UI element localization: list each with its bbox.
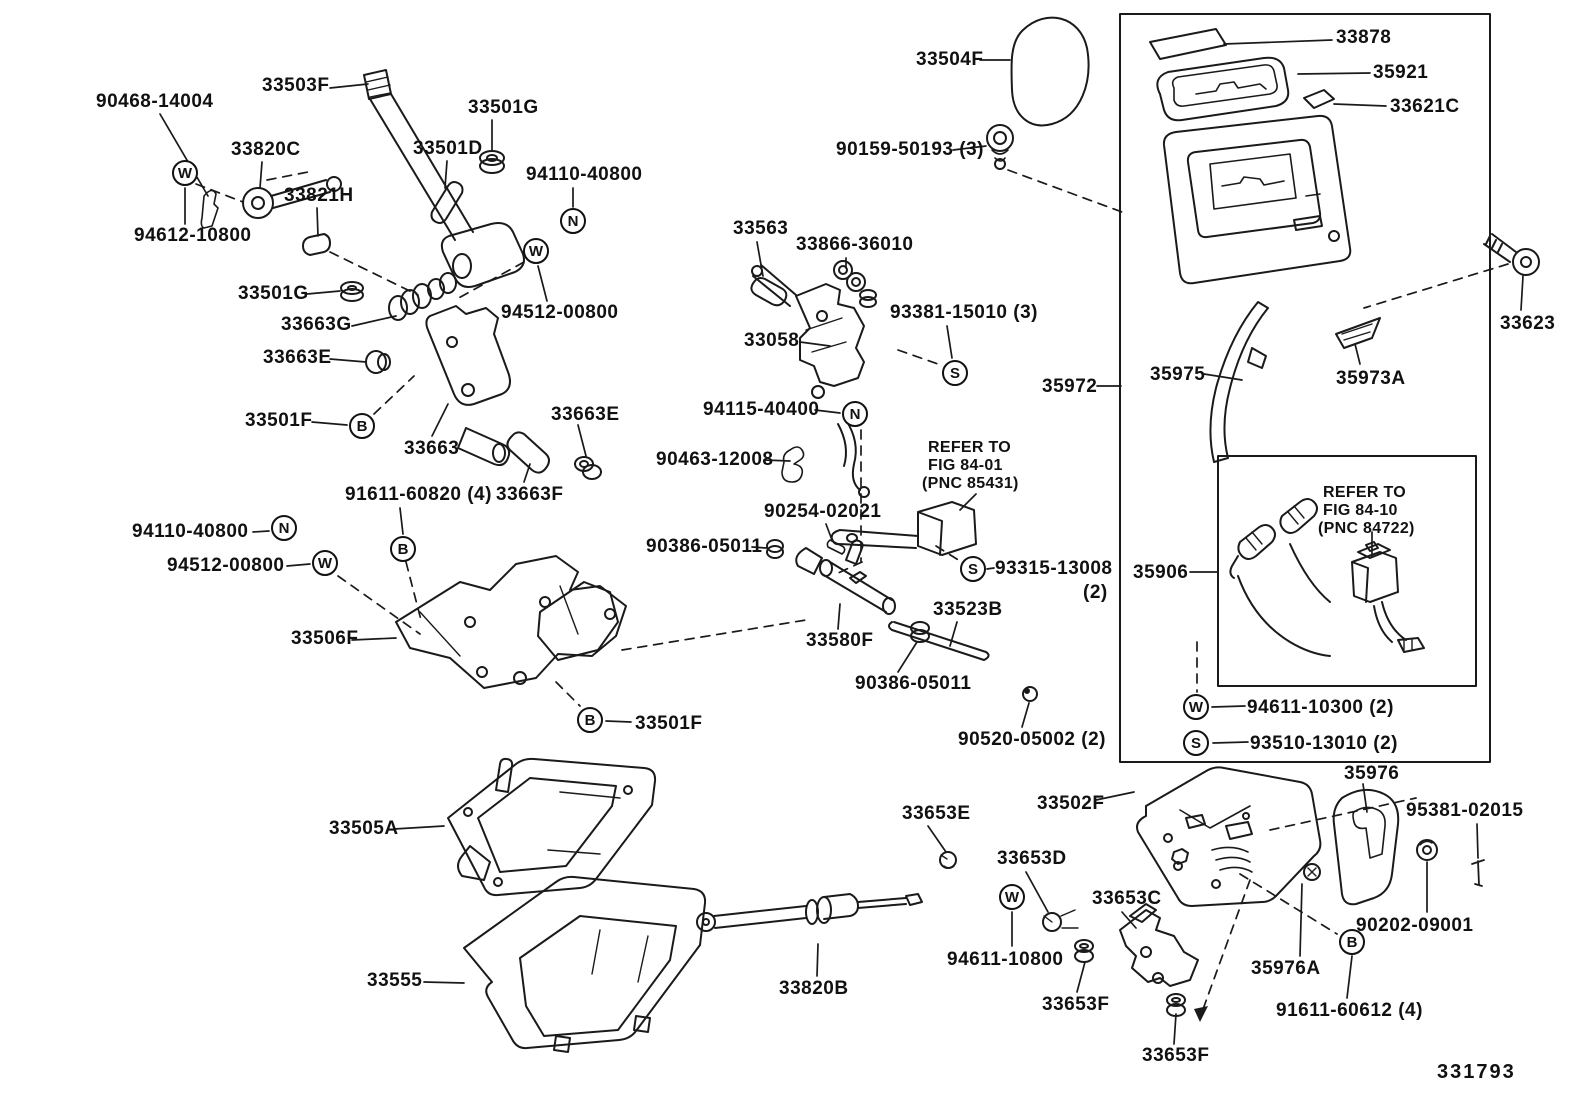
refer-note-line: FIG 84-10 [1323, 502, 1398, 519]
shift-lever-art [200, 69, 602, 480]
part-number-label[interactable]: 33505A [329, 818, 399, 839]
callout-B: B [577, 707, 603, 733]
callout-B: B [1339, 929, 1365, 955]
part-number-label[interactable]: 33653C [1092, 888, 1162, 909]
part-number-label[interactable]: 33653D [997, 848, 1067, 869]
callout-W: W [999, 884, 1025, 910]
lower-console-art [939, 233, 1540, 1017]
shift-cable-art [696, 893, 923, 932]
part-number-label[interactable]: 33653E [902, 803, 971, 824]
callout-N: N [842, 401, 868, 427]
refer-note-line: FIG 84-01 [928, 457, 1003, 474]
part-number-label[interactable]: 33563 [733, 218, 789, 239]
part-number-label[interactable]: 33501G [238, 283, 309, 304]
control-shaft-art [750, 124, 1038, 702]
part-number-label[interactable]: 35973A [1336, 368, 1406, 389]
part-number-label[interactable]: 94110-40800 [526, 164, 643, 185]
part-number-label[interactable]: 33501D [413, 138, 483, 159]
part-number-label[interactable]: 93510-13010 (2) [1250, 733, 1398, 754]
part-number-label[interactable]: 33621C [1390, 96, 1460, 117]
callout-N: N [271, 515, 297, 541]
part-number-label[interactable]: 33504F [916, 49, 984, 70]
part-number-label[interactable]: 33501G [468, 97, 539, 118]
part-number-label[interactable]: 33878 [1336, 27, 1392, 48]
part-number-label[interactable]: 33502F [1037, 793, 1105, 814]
part-number-label[interactable]: (2) [1083, 582, 1108, 603]
refer-note-line: (PNC 85431) [922, 475, 1019, 492]
callout-B: B [390, 536, 416, 562]
part-number-label[interactable]: 90463-12008 [656, 449, 774, 470]
part-number-label[interactable]: 33501F [635, 713, 703, 734]
part-number-label[interactable]: 91611-60820 (4) [345, 484, 492, 505]
dashed-lines [195, 169, 1509, 1013]
part-number-label[interactable]: 95381-02015 [1406, 800, 1524, 821]
part-number-label[interactable]: 33653F [1142, 1045, 1210, 1066]
part-number-label[interactable]: 94110-40800 [132, 521, 249, 542]
figure-number: 331793 [1437, 1061, 1516, 1083]
part-number-label[interactable]: 90386-05011 [855, 673, 972, 694]
refer-note-line: (PNC 84722) [1318, 520, 1415, 537]
part-number-label[interactable]: 94612-10800 [134, 225, 252, 246]
part-number-label[interactable]: 35976A [1251, 958, 1321, 979]
part-number-label[interactable]: 90468-14004 [96, 91, 214, 112]
part-number-label[interactable]: 33580F [806, 630, 874, 651]
part-number-label[interactable]: 33663E [263, 347, 332, 368]
part-number-label[interactable]: 94512-00800 [167, 555, 285, 576]
part-number-label[interactable]: 33663E [551, 404, 620, 425]
callout-S: S [1183, 730, 1209, 756]
part-number-label[interactable]: 93315-13008 [995, 558, 1113, 579]
leader-lines [159, 39, 1524, 1045]
part-number-label[interactable]: 91611-60612 (4) [1276, 1000, 1423, 1021]
refer-note-line: REFER TO [1323, 484, 1407, 501]
retainer-box-art [1119, 13, 1491, 763]
part-number-label[interactable]: 90254-02021 [764, 501, 882, 522]
part-number-label[interactable]: 94611-10800 [947, 949, 1064, 970]
part-number-label[interactable]: 33663F [496, 484, 564, 505]
part-number-label[interactable]: 33058 [744, 330, 800, 351]
part-number-label[interactable]: 35976 [1344, 763, 1400, 784]
callout-S: S [960, 556, 986, 582]
part-number-label[interactable]: 35921 [1373, 62, 1429, 83]
callout-W: W [1183, 694, 1209, 720]
part-number-label[interactable]: 33820C [231, 139, 301, 160]
part-number-label[interactable]: 33506F [291, 628, 359, 649]
part-number-label[interactable]: 33821H [284, 185, 354, 206]
part-number-label[interactable]: 33663 [404, 438, 460, 459]
part-number-label[interactable]: 90386-05011 [646, 536, 763, 557]
dashed-arrowhead [1194, 1006, 1208, 1022]
refer-note-line: REFER TO [928, 439, 1012, 456]
part-number-label[interactable]: 33663G [281, 314, 352, 335]
floor-plate-art [447, 757, 707, 1053]
part-number-label[interactable]: 33555 [367, 970, 423, 991]
part-number-label[interactable]: 35906 [1133, 562, 1189, 583]
part-number-label[interactable]: 33523B [933, 599, 1003, 620]
callout-B: B [349, 413, 375, 439]
part-number-label[interactable]: 93381-15010 (3) [890, 302, 1038, 323]
callout-N: N [560, 208, 586, 234]
part-number-label[interactable]: 35972 [1042, 376, 1098, 397]
part-number-label[interactable]: 90159-50193 (3) [836, 139, 984, 160]
part-number-label[interactable]: 33820B [779, 978, 849, 999]
support-bracket-art [395, 555, 627, 689]
callout-W: W [172, 160, 198, 186]
part-number-label[interactable]: 90520-05002 (2) [958, 729, 1106, 750]
part-number-label[interactable]: 33503F [262, 75, 330, 96]
part-number-label[interactable]: 90202-09001 [1356, 915, 1474, 936]
wiring-box-art [1217, 455, 1477, 687]
callout-S: S [942, 360, 968, 386]
callout-W: W [523, 238, 549, 264]
shift-knob-art [1010, 16, 1090, 127]
callout-W: W [312, 550, 338, 576]
part-number-label[interactable]: 33501F [245, 410, 313, 431]
part-number-label[interactable]: 94512-00800 [501, 302, 619, 323]
part-number-label[interactable]: 35975 [1150, 364, 1206, 385]
part-number-label[interactable]: 33623 [1500, 313, 1556, 334]
part-number-label[interactable]: 94611-10300 (2) [1247, 697, 1394, 718]
part-number-label[interactable]: 33866-36010 [796, 234, 914, 255]
part-number-label[interactable]: 94115-40400 [703, 399, 820, 420]
part-number-label[interactable]: 33653F [1042, 994, 1110, 1015]
